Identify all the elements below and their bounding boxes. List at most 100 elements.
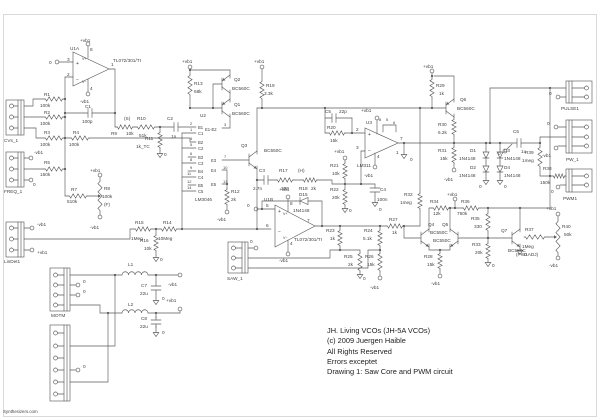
connector-pin (53, 272, 58, 278)
label: 100p (82, 119, 93, 124)
diode (482, 151, 490, 159)
junction-dot (63, 115, 67, 119)
junction-dot (484, 141, 488, 145)
wire (23, 228, 135, 240)
connector-pin (53, 282, 58, 288)
label: V− (283, 236, 288, 240)
label: 12 (187, 179, 192, 184)
label: R35 (471, 216, 480, 221)
label: Q5 (442, 222, 449, 227)
connector-pin (53, 379, 58, 385)
connector-pin (584, 85, 589, 91)
resistor (342, 161, 348, 181)
transistor-arrow (222, 78, 226, 81)
label: B1 (198, 125, 204, 130)
label: 15k (330, 138, 338, 143)
label: 20k (475, 250, 483, 255)
label: 10k (126, 131, 134, 136)
resistor (133, 226, 153, 232)
net-flag (259, 64, 265, 70)
junction-dot (320, 224, 324, 228)
junction-dot (486, 236, 490, 240)
junction-dot (453, 206, 457, 210)
label: 5 (190, 142, 193, 147)
transistor-collector (248, 150, 258, 158)
label: 0 (479, 184, 482, 189)
junction-dot (113, 273, 117, 277)
label: V− (82, 80, 87, 84)
net-flag (502, 148, 508, 154)
label: 0 (164, 152, 167, 157)
connector-pin (9, 177, 14, 183)
wiper-arrow-head (554, 235, 557, 239)
net-flag (553, 124, 559, 130)
label: 510k (67, 199, 78, 204)
net-flag (555, 211, 561, 217)
connector-pin (9, 247, 14, 253)
junction-dot (63, 136, 67, 140)
label: -vb1 (90, 225, 100, 230)
net-flag (555, 94, 561, 100)
junction-dot (154, 227, 158, 231)
net-flag (429, 68, 435, 74)
net-flag (85, 41, 91, 47)
resistor (537, 145, 543, 169)
label: 100k (69, 142, 80, 147)
label: 22u (140, 324, 148, 329)
label: R36 (461, 199, 470, 204)
resistor (485, 241, 491, 261)
label: -vb1 (80, 99, 90, 104)
resistor (555, 219, 561, 255)
connector-pin (584, 124, 589, 130)
label: 1k (439, 91, 445, 96)
label: R31 (438, 148, 447, 153)
junction-dot (338, 248, 342, 252)
ground-symbol (516, 250, 524, 256)
resistor (337, 228, 343, 248)
label: 2.7n (253, 186, 263, 191)
label: R19 (266, 83, 275, 88)
label: R4 (73, 130, 79, 135)
label: B5 (198, 183, 204, 188)
resistor (43, 96, 65, 102)
label: +vb1 (361, 108, 372, 113)
resistor (429, 77, 435, 99)
resistor (43, 135, 65, 141)
transistor-collector (511, 228, 521, 236)
ground-symbol (496, 180, 504, 186)
label: C3 (259, 168, 265, 173)
label: − (76, 77, 79, 83)
label: -vb1 (370, 285, 380, 290)
label: 750k (457, 211, 468, 216)
wire (108, 68, 117, 128)
label: 8 (90, 47, 93, 52)
label: R28 (424, 254, 433, 259)
wire (69, 304, 123, 314)
label: BC560C (232, 86, 250, 91)
connector-pin (584, 134, 589, 140)
label: 100k (102, 194, 113, 199)
connector-pin (53, 343, 58, 349)
label: C4 (380, 187, 386, 192)
label: 51k (139, 133, 147, 138)
label: R22 (330, 187, 339, 192)
junction-dot (438, 248, 442, 252)
junction-dot (188, 106, 192, 110)
label: 3.3k (264, 91, 274, 96)
label: 0 (410, 157, 413, 162)
junction-dot (350, 131, 354, 135)
resistor (301, 177, 319, 183)
label: C7 (141, 283, 147, 288)
net-flag (54, 59, 60, 65)
label: 1N4148 (504, 156, 521, 161)
label: 4 (290, 241, 293, 246)
junction-dot (430, 106, 434, 110)
resistor (451, 117, 457, 137)
label: Q3 (241, 143, 248, 148)
resistor (69, 135, 91, 141)
label: 11 (187, 171, 192, 176)
connector-pin (9, 114, 14, 120)
wire (428, 207, 433, 233)
label: -vb1 (444, 177, 454, 182)
label: 6 (266, 223, 269, 228)
